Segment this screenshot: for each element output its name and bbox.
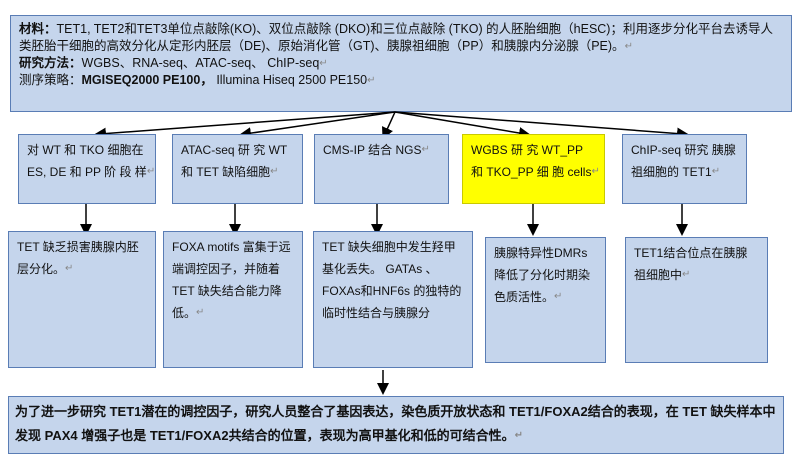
finding-text-2: FOXA motifs 富集于远端调控因子，并随着 TET 缺失结合能力降低。: [172, 240, 291, 320]
method-text-2: ATAC-seq 研 究 WT 和 TET 缺陷细胞: [181, 143, 288, 179]
finding-box-1: TET 缺乏损害胰腺内胚层分化。↵: [8, 231, 156, 368]
arrow-to-method-3: [382, 111, 396, 140]
materials-label: 材料：: [19, 22, 57, 36]
arrow-to-method-4: [394, 111, 531, 139]
strategy-line: 测序策略：MGISEQ2000 PE100， Illumina Hiseq 25…: [19, 73, 376, 87]
method-text-1: 对 WT 和 TKO 细胞在 ES, DE 和 PP 阶 段 样: [27, 143, 147, 179]
materials-line: 材料：TET1, TET2和TET3单位点敲除(KO)、双位点敲除 (DKO)和…: [19, 22, 773, 53]
methods-label: 研究方法：: [19, 56, 82, 70]
arrow-to-method-5: [394, 111, 689, 140]
method-text-3: CMS-IP 结合 NGS: [323, 143, 422, 157]
finding-box-2: FOXA motifs 富集于远端调控因子，并随着 TET 缺失结合能力降低。↵: [163, 231, 303, 368]
finding-text-3: TET 缺失细胞中发生羟甲基化丢失。 GATAs 、FOXAs和HNF6s 的独…: [322, 240, 462, 320]
arrow-to-method-2: [239, 111, 396, 140]
method-box-1: 对 WT 和 TKO 细胞在 ES, DE 和 PP 阶 段 样↵: [18, 134, 156, 204]
method-box-2: ATAC-seq 研 究 WT 和 TET 缺陷细胞↵: [172, 134, 303, 204]
finding-text-4: 胰腺特异性DMRs降低了分化时期染色质活性。: [494, 246, 591, 304]
finding-text-5: TET1结合位点在胰腺祖细胞中: [634, 246, 748, 282]
method-box-3: CMS-IP 结合 NGS↵: [314, 134, 449, 204]
finding-box-3: TET 缺失细胞中发生羟甲基化丢失。 GATAs 、FOXAs和HNF6s 的独…: [313, 231, 473, 368]
strategy-label: 测序策略：: [19, 73, 82, 87]
method-box-4-highlighted: WGBS 研 究 WT_PP 和 TKO_PP 细 胞 cells↵: [462, 134, 605, 204]
finding-text-1: TET 缺乏损害胰腺内胚层分化。: [17, 240, 139, 276]
methods-line: 研究方法：WGBS、RNA-seq、ATAC-seq、 ChIP-seq↵: [19, 56, 328, 70]
method-box-5: ChIP-seq 研究 胰腺祖细胞的 TET1↵: [622, 134, 747, 204]
method-text-4: WGBS 研 究 WT_PP 和 TKO_PP 细 胞 cells: [471, 143, 592, 179]
conclusion-box: 为了进一步研究 TET1潜在的调控因子，研究人员整合了基因表达，染色质开放状态和…: [8, 396, 784, 454]
methods-text: WGBS、RNA-seq、ATAC-seq、 ChIP-seq: [81, 56, 320, 70]
strategy-text: Illumina Hiseq 2500 PE150: [216, 73, 368, 87]
finding-box-5: TET1结合位点在胰腺祖细胞中↵: [625, 237, 768, 363]
strategy-bold: MGISEQ2000 PE100，: [81, 73, 213, 87]
materials-text: TET1, TET2和TET3单位点敲除(KO)、双位点敲除 (DKO)和三位点…: [19, 22, 773, 53]
conclusion-text: 为了进一步研究 TET1潜在的调控因子，研究人员整合了基因表达，染色质开放状态和…: [15, 404, 776, 443]
arrow-to-method-1: [94, 111, 396, 140]
materials-box: 材料：TET1, TET2和TET3单位点敲除(KO)、双位点敲除 (DKO)和…: [10, 15, 792, 112]
finding-box-4: 胰腺特异性DMRs降低了分化时期染色质活性。↵: [485, 237, 606, 363]
method-text-5: ChIP-seq 研究 胰腺祖细胞的 TET1: [631, 143, 736, 179]
